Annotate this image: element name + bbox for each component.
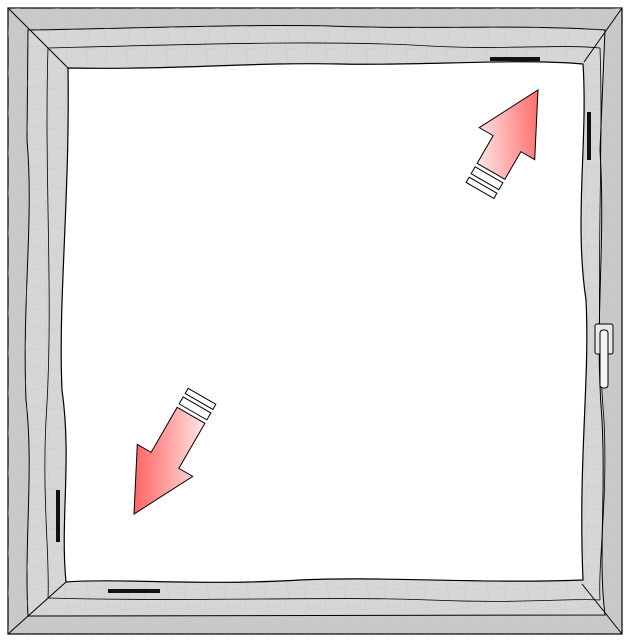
handle-grip (599, 329, 609, 389)
arrow-dl-band-1 (178, 396, 212, 421)
window-handle[interactable] (594, 323, 614, 389)
arrow-up-right (465, 88, 539, 200)
seal-gap-left (56, 490, 60, 542)
arrow-dl-body (133, 406, 206, 516)
arrow-dl-band-2 (184, 387, 217, 411)
contour-bottom (47, 597, 601, 602)
arrow-ur-band-1 (470, 166, 504, 191)
seal-gap-marks (56, 57, 591, 593)
miter-top-left (7, 7, 69, 69)
seal-gap-top (490, 57, 540, 61)
contour-left (44, 47, 50, 599)
miter-bottom-left (7, 581, 67, 635)
seal-gap-right (587, 112, 591, 160)
contour-top (47, 42, 601, 49)
arrow-ur-body (476, 88, 539, 181)
miter-top-right (583, 7, 623, 63)
glass-pane (60, 61, 588, 583)
miter-bottom-right (581, 583, 623, 635)
arrow-down-left (133, 387, 217, 516)
arrow-ur-band-2 (465, 176, 498, 200)
seal-gap-bottom (108, 589, 160, 593)
